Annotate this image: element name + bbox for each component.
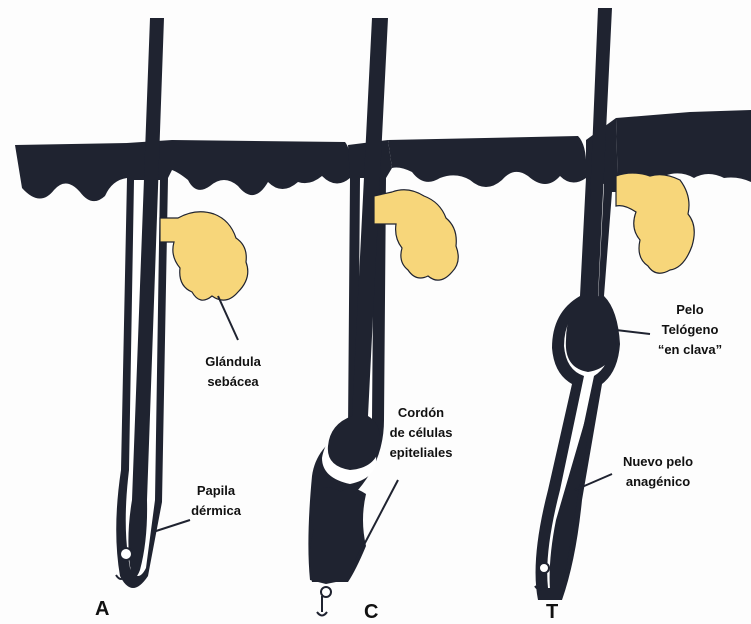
- stage-label-c: C: [364, 601, 378, 624]
- leader-pelo-telogeno: [616, 330, 650, 334]
- label-pelo-telogeno: Pelo Telógeno “en clava”: [650, 300, 730, 360]
- stage-label-t: T: [546, 601, 558, 624]
- label-glandula-line1: Glándula: [196, 352, 270, 372]
- label-nuevo-line2: anagénico: [612, 472, 704, 492]
- label-pelo-line1: Pelo: [650, 300, 730, 320]
- label-pelo-line2: Telógeno: [650, 320, 730, 340]
- label-pelo-line3: “en clava”: [650, 340, 730, 360]
- papilla-stalk-c: [317, 596, 327, 616]
- label-glandula-line2: sebácea: [196, 372, 270, 392]
- stage-label-a: A: [95, 598, 109, 621]
- epidermis-c-right: [388, 136, 586, 187]
- leader-papila: [153, 520, 190, 532]
- leader-glandula: [218, 296, 238, 340]
- label-cordon-line1: Cordón: [380, 403, 462, 423]
- epithelial-cord-c: [309, 487, 366, 582]
- sebaceous-gland-a: [160, 212, 248, 300]
- label-cordon-celulas: Cordón de células epiteliales: [380, 403, 462, 463]
- epidermis-a-left: [15, 143, 128, 201]
- label-papila-dermica: Papila dérmica: [180, 481, 252, 521]
- label-papila-line1: Papila: [180, 481, 252, 501]
- label-cordon-line2: de células: [380, 423, 462, 443]
- epidermis-a-right: [172, 140, 350, 195]
- sebaceous-gland-c: [374, 190, 458, 280]
- dermal-papilla-c: [321, 587, 331, 597]
- label-nuevo-pelo: Nuevo pelo anagénico: [612, 452, 704, 492]
- label-papila-line2: dérmica: [180, 501, 252, 521]
- label-nuevo-line1: Nuevo pelo: [612, 452, 704, 472]
- sebaceous-gland-t: [616, 173, 694, 273]
- label-glandula-sebacea: Glándula sebácea: [196, 352, 270, 392]
- label-cordon-line3: epiteliales: [380, 443, 462, 463]
- dermal-papilla-t: [539, 563, 549, 573]
